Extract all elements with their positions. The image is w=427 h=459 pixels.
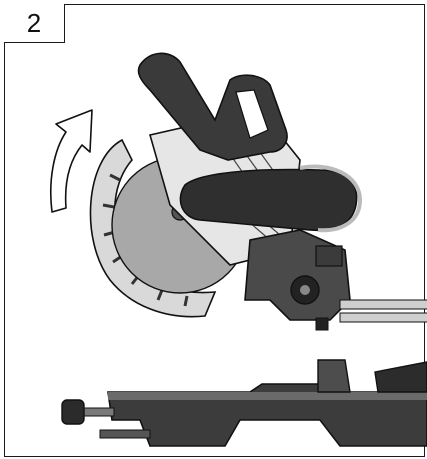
lock-knob-stem: [315, 317, 329, 331]
rear-carriage: [374, 361, 427, 393]
side-handle-cap: [299, 164, 363, 233]
diagram-frame: [4, 4, 425, 457]
bevel-lock-rod: [79, 407, 115, 417]
base-top-plate: [108, 392, 427, 400]
depth-stop-block: [315, 245, 343, 267]
side-handle: [179, 168, 358, 232]
slide-rail-lower: [339, 312, 427, 323]
slide-rail-upper: [339, 299, 427, 310]
lock-knob-hub: [300, 285, 310, 295]
handle-grip: [235, 89, 269, 139]
step-number: 2: [26, 7, 42, 38]
raise-direction-arrow-icon: [49, 109, 93, 213]
miter-lock-lever: [99, 429, 151, 439]
bevel-lock-handle: [61, 399, 85, 425]
fence: [317, 359, 351, 393]
blade-guard-slots: [102, 173, 189, 307]
pivot-assembly: [244, 229, 351, 321]
step-number-box: 2: [4, 4, 65, 43]
